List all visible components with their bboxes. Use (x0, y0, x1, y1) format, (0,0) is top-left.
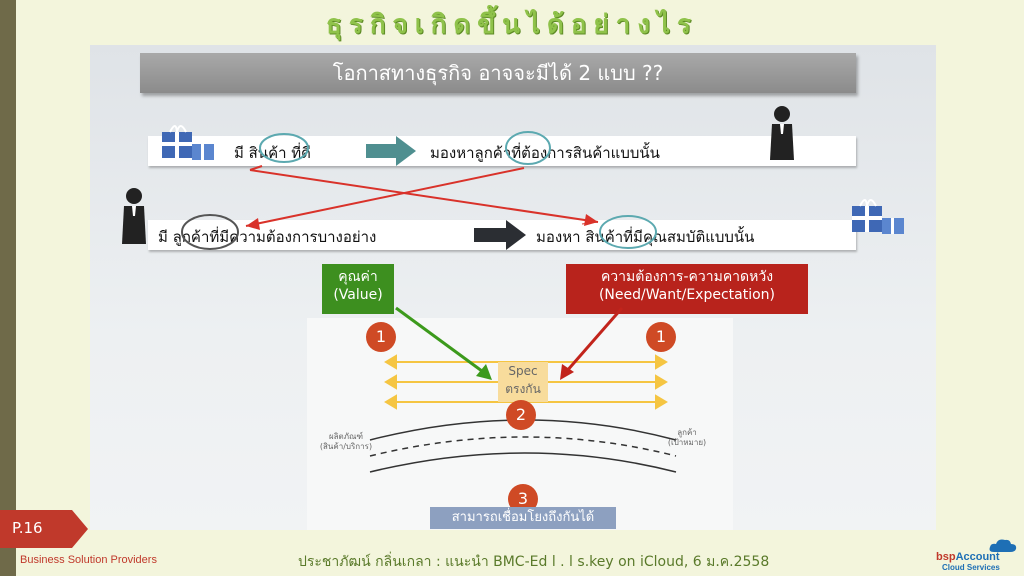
page-number: P.16 (12, 519, 43, 537)
circle-mark-4 (599, 215, 657, 249)
customer-label-line2: (เป้าหมาย) (667, 438, 707, 447)
value-box: คุณค่า (Value) (322, 264, 394, 314)
cross-arrow-1 (249, 169, 599, 223)
need-arrow (564, 307, 624, 373)
brand-logo: bspAccount Cloud Services (936, 538, 1020, 574)
logo-part2: Account (955, 551, 1000, 563)
opportunity-row-1: มี สินค้า ที่ดี มองหาลูกค้าที่ต้องการสิน… (148, 136, 856, 166)
gift-box-icon (852, 199, 904, 234)
cross-arrow-2 (245, 167, 525, 227)
number-badge-1-left: 1 (366, 322, 396, 352)
row1-left-text: มี สินค้า ที่ดี (234, 144, 311, 162)
row2-right-text: มองหา สินค้าที่มีคุณสมบัติแบบนั้น (536, 228, 755, 246)
circle-mark-3 (181, 214, 239, 250)
row1-arrow-icon (366, 136, 416, 166)
connection-curve-bottom (369, 452, 677, 473)
left-accent-bar (0, 0, 16, 576)
value-arrow (395, 306, 487, 376)
cloud-icon (989, 539, 1017, 552)
page-tag-shape (0, 510, 88, 548)
slide-title: ธุรกิจเกิดขึ้นได้อย่างไร (325, 10, 699, 40)
person-icon (122, 188, 146, 244)
number-badge-1-right: 1 (646, 322, 676, 352)
person-icon (770, 106, 794, 160)
connection-curve-middle (369, 436, 677, 457)
row1-right-text: มองหาลูกค้าที่ต้องการสินค้าแบบนั้น (430, 144, 660, 162)
footer-credit: ประชาภัฒน์ กลิ่นเกลา : แนะนำ BMC-Ed l . … (298, 554, 770, 570)
row2-left-text: มี ลูกค้าที่มีความต้องการบางอย่าง (158, 228, 377, 246)
spec-line2: ตรงกัน (505, 382, 541, 396)
need-box-line1: ความต้องการ-ความคาดหวัง (600, 269, 774, 285)
number-badge-2: 2 (506, 400, 536, 430)
circle-mark-2 (505, 131, 551, 165)
footer-company: Business Solution Providers (20, 554, 157, 566)
page-number-tag: P.16 (0, 510, 88, 548)
customer-label-line1: ลูกค้า (677, 428, 697, 437)
subtitle-bar: โอกาสทางธุรกิจ อาจจะมีได้ 2 แบบ ?? (140, 53, 856, 93)
product-label: ผลิตภัณฑ์ (สินค้า/บริการ) (306, 432, 386, 452)
logo-subtitle: Cloud Services (942, 563, 1000, 572)
circle-mark-1 (259, 133, 309, 163)
product-label-line2: (สินค้า/บริการ) (319, 442, 373, 451)
value-box-line1: คุณค่า (338, 269, 378, 285)
logo-text: bspAccount (936, 551, 1000, 563)
gift-box-icon (162, 125, 214, 160)
row2-arrow-icon (474, 220, 526, 250)
value-box-line2: (Value) (333, 287, 383, 303)
connect-label-box: สามารถเชื่อมโยงถึงกันได้ (430, 507, 616, 529)
spec-match-box: Spec ตรงกัน (498, 362, 548, 402)
logo-part1: bsp (936, 551, 956, 563)
customer-label: ลูกค้า (เป้าหมาย) (652, 428, 722, 448)
spec-line1: Spec (508, 364, 538, 378)
need-box-line2: (Need/Want/Expectation) (598, 287, 776, 303)
need-box: ความต้องการ-ความคาดหวัง (Need/Want/Expec… (566, 264, 808, 314)
product-label-line1: ผลิตภัณฑ์ (328, 432, 364, 441)
